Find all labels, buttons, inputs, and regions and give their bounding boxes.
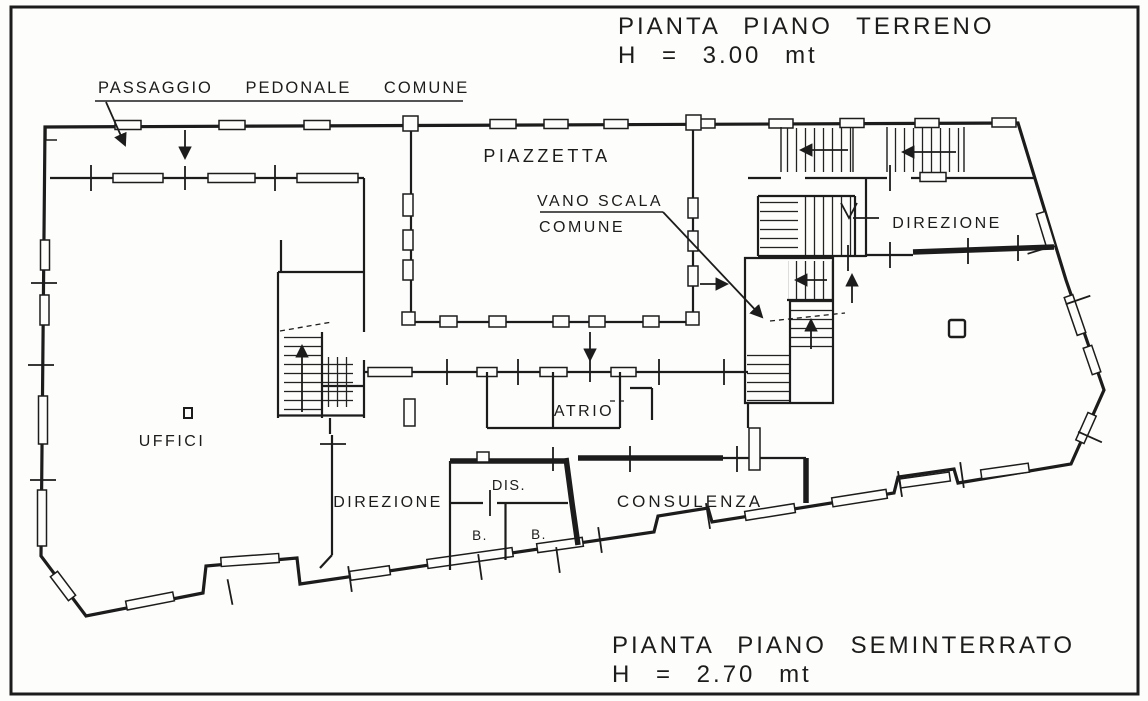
title-ground-floor: PIANTA PIANO TERRENO bbox=[618, 13, 995, 40]
door-ticks bbox=[28, 165, 1103, 605]
title-ground-floor-height: H = 3.00 mt bbox=[618, 42, 818, 69]
column-markers bbox=[183, 318, 967, 419]
passage-label: PASSAGGIO PEDONALE COMUNE bbox=[98, 79, 469, 97]
atrio-walls bbox=[485, 372, 654, 430]
titles: PIANTA PIANO TERRENO H = 3.00 mt PIANTA … bbox=[612, 13, 1075, 688]
room-label-consulenza: CONSULENZA bbox=[617, 492, 763, 511]
stairwell-leader-arrow bbox=[662, 211, 764, 319]
room-label-direzione-upper: DIREZIONE bbox=[892, 215, 1002, 232]
room-label-bagno-1: B. bbox=[472, 528, 488, 543]
dis-block bbox=[448, 451, 581, 570]
stair-down-chevron bbox=[840, 202, 858, 220]
direzione-lower-wall bbox=[319, 435, 334, 569]
column-marker-uffici bbox=[183, 407, 193, 419]
direction-arrows bbox=[178, 130, 859, 363]
sheet-border bbox=[9, 5, 1140, 696]
room-label-direzione-lower: DIREZIONE bbox=[333, 494, 443, 511]
passage-wall bbox=[50, 172, 366, 418]
title-basement-height: H = 2.70 mt bbox=[612, 661, 812, 688]
exterior-walls bbox=[39, 121, 1106, 618]
title-basement: PIANTA PIANO SEMINTERRATO bbox=[612, 632, 1075, 659]
labels: PASSAGGIO PEDONALE COMUNE PIAZZETTA VANO… bbox=[98, 79, 1002, 543]
column-marker-right-room bbox=[947, 318, 967, 339]
room-label-atrio: ATRIO bbox=[554, 403, 614, 420]
radiator-marker bbox=[403, 398, 416, 427]
left-staircase bbox=[276, 270, 364, 434]
room-label-uffici: UFFICI bbox=[139, 433, 206, 450]
stairwell-label-line2: COMUNE bbox=[539, 219, 625, 236]
room-label-bagno-2: B. bbox=[531, 527, 547, 542]
exterior-window-markers bbox=[36, 114, 1102, 611]
stairwell-label-line1: VANO SCALA bbox=[537, 193, 663, 210]
leader-lines bbox=[95, 100, 764, 319]
piazzetta-walls bbox=[401, 130, 700, 328]
right-stair-complex bbox=[743, 127, 1055, 471]
room-label-dis: DIS. bbox=[492, 478, 526, 494]
passage-leader-arrow bbox=[105, 101, 127, 147]
room-label-piazzetta: PIAZZETTA bbox=[483, 146, 610, 166]
